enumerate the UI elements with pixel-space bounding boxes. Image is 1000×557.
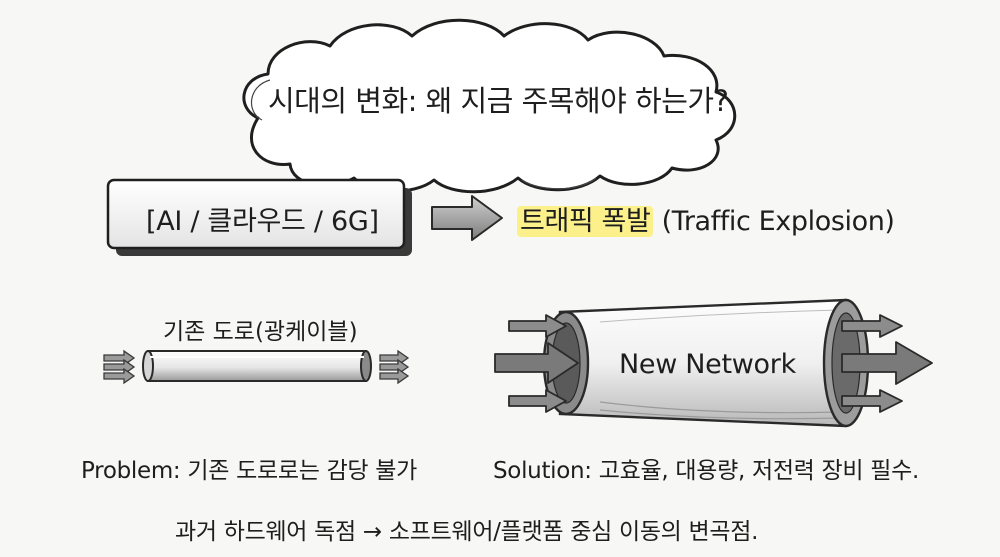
drivers-label: [AI / 클라우드 / 6G] [146, 206, 379, 237]
page-title: 시대의 변화: 왜 지금 주목해야 하는가? [268, 84, 729, 118]
old-road-inflow-arrows [103, 349, 136, 385]
footer-conclusion: 과거 하드웨어 독점 → 소프트웨어/플랫폼 중심 이동의 변곡점. [175, 519, 759, 545]
old-road-outflow-arrows [379, 349, 410, 385]
new-network-inflow-arrows [494, 314, 579, 413]
new-network-label: New Network [619, 349, 796, 380]
old-road-pipe [142, 350, 372, 382]
drivers-box [106, 178, 412, 256]
traffic-english: (Traffic Explosion) [661, 206, 895, 237]
old-road-label: 기존 도로(광케이블) [163, 319, 358, 345]
traffic-explosion-label: 트래픽 폭발 (Traffic Explosion) [517, 199, 895, 238]
traffic-highlight: 트래픽 폭발 [517, 206, 654, 237]
problem-statement: Problem: 기존 도로로는 감당 불가 [81, 458, 418, 484]
drivers-to-traffic-arrow [431, 195, 503, 241]
solution-statement: Solution: 고효율, 대용량, 저전력 장비 필수. [493, 458, 920, 484]
new-network-outflow-arrows [841, 314, 933, 413]
